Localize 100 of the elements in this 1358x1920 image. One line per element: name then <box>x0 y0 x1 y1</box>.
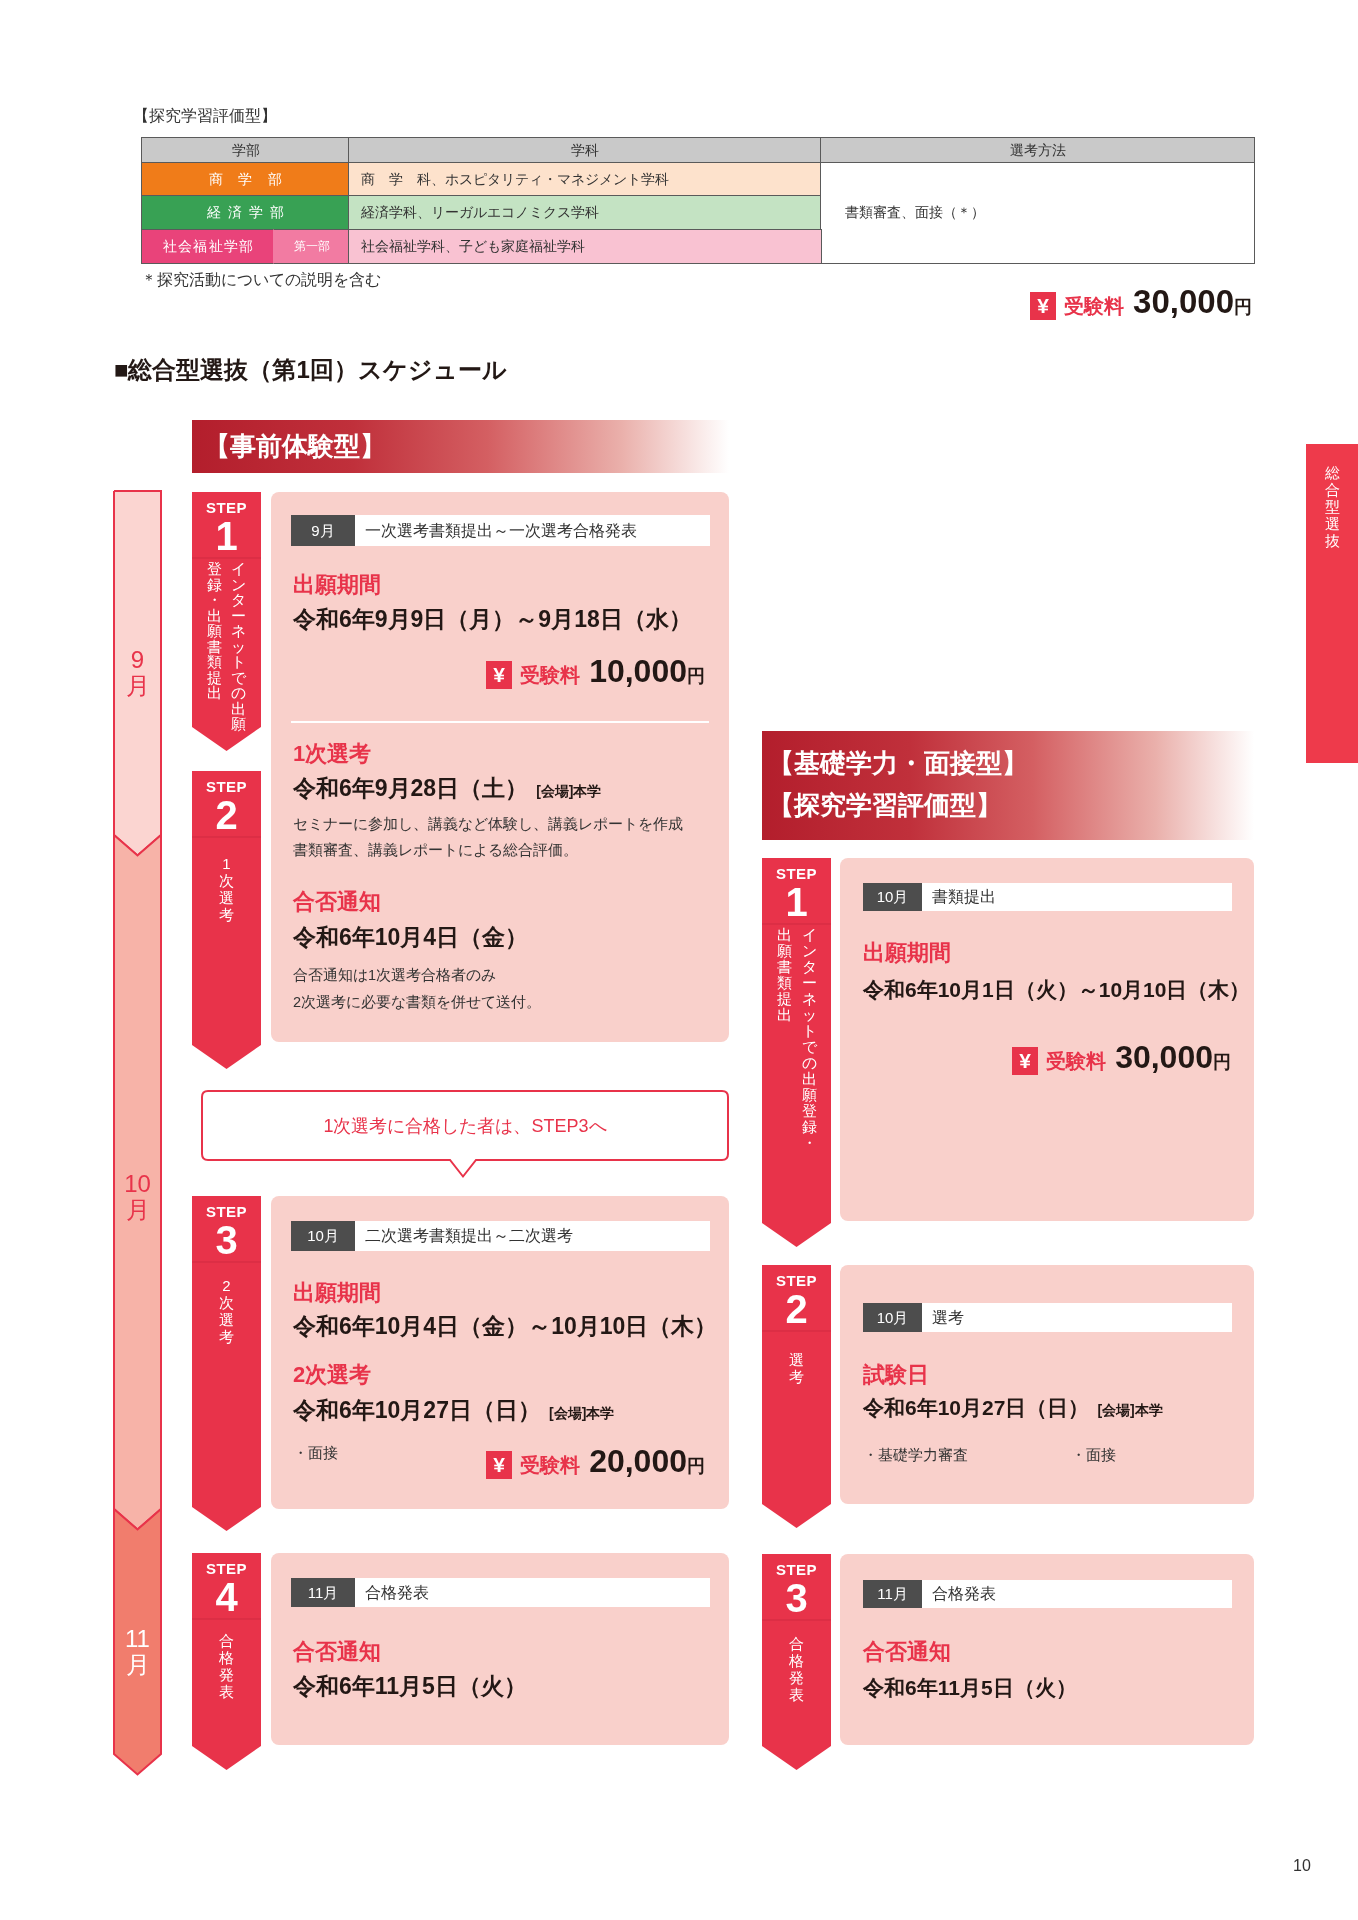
note-text: 書類審査、講義レポートによる総合評価。 <box>293 841 578 860</box>
fee-amount: 30,000 <box>1115 1040 1213 1076</box>
date-text: 令和6年11月5日（火） <box>293 1673 527 1701</box>
vertical-text: 1次選考 <box>218 855 235 923</box>
table-cell: 商学部 <box>141 162 350 197</box>
step-label: STEP <box>204 1560 249 1577</box>
schedule-card <box>840 1554 1254 1745</box>
schedule-card <box>271 1553 729 1745</box>
bar-text: 二次選考書類提出～二次選考 <box>365 1226 573 1246</box>
fee-label: 受験料 <box>1064 294 1125 318</box>
step-number: 1 <box>214 516 239 556</box>
date-text: 令和6年9月9日（月）～9月18日（水） <box>293 606 692 634</box>
table-cell: 商 学 科、ホスピタリティ・マネジメント学科 <box>348 162 822 197</box>
table-cell: 書類審査、面接（＊） <box>820 162 1255 264</box>
schedule-card <box>840 858 1254 1221</box>
yen-badge: ¥ <box>486 661 513 689</box>
vertical-text: 合格発表 <box>218 1632 235 1700</box>
step-number: 2 <box>214 795 239 835</box>
bar-text: 合格発表 <box>365 1583 429 1603</box>
step-number: 1 <box>784 882 809 922</box>
header-bar <box>291 515 710 546</box>
step-label: STEP <box>774 865 819 882</box>
currency-unit: 円 <box>1234 297 1252 319</box>
note-text: 合否通知は1次選考合格者のみ <box>293 966 497 985</box>
vertical-text: インターネットでの出願登録・出願書類提出 <box>776 927 817 1152</box>
header-bar <box>291 1221 710 1251</box>
step-band <box>192 1553 261 1770</box>
banner-title: 【探究学習評価型】 <box>768 789 1002 821</box>
section-heading: 出願期間 <box>293 1280 381 1307</box>
tab-text: 総合型選抜 <box>1323 464 1341 549</box>
table-cell: 経済学科、リーガルエコノミクス学科 <box>348 195 822 231</box>
page-number: 10 <box>1293 1856 1311 1876</box>
section-heading: 合否通知 <box>293 1639 381 1666</box>
fee-label: 受験料 <box>520 1453 581 1477</box>
month-label: 10月 <box>863 1303 922 1332</box>
month-band <box>113 490 162 857</box>
section-heading: 合否通知 <box>863 1639 951 1666</box>
section-heading: 試験日 <box>863 1362 929 1389</box>
month-label: 9月 <box>124 647 151 699</box>
header-bar <box>863 1580 1232 1608</box>
header-cell: 学部 <box>141 137 350 164</box>
month-label: 10月 <box>863 883 922 911</box>
step-band <box>762 1554 831 1770</box>
banner-title: 【基礎学力・面接型】 <box>768 747 1028 779</box>
venue-text: [会場]本学 <box>548 1405 615 1422</box>
side-tab <box>1306 444 1358 763</box>
banner-title: 【事前体験型】 <box>204 430 386 462</box>
month-label: 11月 <box>863 1580 922 1608</box>
table-cell: 第一部 <box>273 229 350 264</box>
currency-unit: 円 <box>687 666 705 688</box>
step-label: STEP <box>774 1561 819 1578</box>
month-label: 10月 <box>123 1171 152 1223</box>
month-label: 10月 <box>291 1221 355 1251</box>
fee-label: 受験料 <box>520 663 581 687</box>
header-cell: 選考方法 <box>820 137 1255 164</box>
header-bar <box>863 1303 1232 1332</box>
section-heading: 1次選考 <box>293 741 372 768</box>
step-label: STEP <box>204 499 249 516</box>
month-label: 11月 <box>124 1626 151 1678</box>
step-band <box>192 1196 261 1531</box>
step-label: STEP <box>204 1203 249 1220</box>
date-text: 令和6年11月5日（火） <box>863 1675 1077 1701</box>
header-bar <box>291 1578 710 1607</box>
section-heading: 出願期間 <box>293 572 381 599</box>
vertical-text: インターネットでの出願登録・出願書類提出 <box>206 562 247 733</box>
step-number: 3 <box>784 1578 809 1618</box>
schedule-card <box>271 1196 729 1509</box>
month-label: 9月 <box>291 515 355 546</box>
step-band <box>192 492 261 751</box>
bar-text: 選考 <box>932 1308 964 1328</box>
date-text: 令和6年10月27日（日） <box>863 1395 1090 1421</box>
bar-text: 書類提出 <box>932 887 996 907</box>
month-label: 11月 <box>291 1578 355 1607</box>
table-cell: 社会福祉学科、子ども家庭福祉学科 <box>348 229 822 264</box>
fee-amount: 30,000 <box>1133 284 1234 321</box>
yen-badge: ¥ <box>1030 292 1057 320</box>
step-label: STEP <box>204 778 249 795</box>
yen-badge: ¥ <box>486 1451 513 1479</box>
vertical-text: 合格発表 <box>788 1635 805 1703</box>
vertical-text: 2次選考 <box>218 1277 235 1345</box>
note-text: ＊探究活動についての説明を含む <box>141 270 381 290</box>
venue-text: [会場]本学 <box>1097 1402 1163 1419</box>
fee-amount: 10,000 <box>589 654 687 690</box>
callout-text: 1次選考に合格した者は、STEP3へ <box>322 1114 608 1138</box>
list-item: ・基礎学力審査 <box>863 1445 968 1465</box>
header-cell: 学科 <box>348 137 822 164</box>
schedule-card <box>840 1265 1254 1504</box>
fee-label: 受験料 <box>1046 1049 1107 1073</box>
note-text: セミナーに参加し、講義など体験し、講義レポートを作成 <box>293 815 683 834</box>
section-title: ■総合型選抜（第1回）スケジュール <box>114 355 507 385</box>
date-text: 令和6年10月1日（火）～10月10日（木） <box>863 977 1251 1003</box>
section-heading: 合否通知 <box>293 889 381 916</box>
step-band <box>762 1265 831 1528</box>
list-item: ・面接 <box>1071 1445 1116 1465</box>
section-heading: 出願期間 <box>863 940 951 967</box>
step-label: STEP <box>774 1272 819 1289</box>
date-text: 令和6年9月28日（土） <box>293 775 529 803</box>
venue-text: [会場]本学 <box>536 783 602 800</box>
currency-unit: 円 <box>1213 1052 1231 1074</box>
bar-text: 一次選考書類提出～一次選考合格発表 <box>365 521 637 541</box>
